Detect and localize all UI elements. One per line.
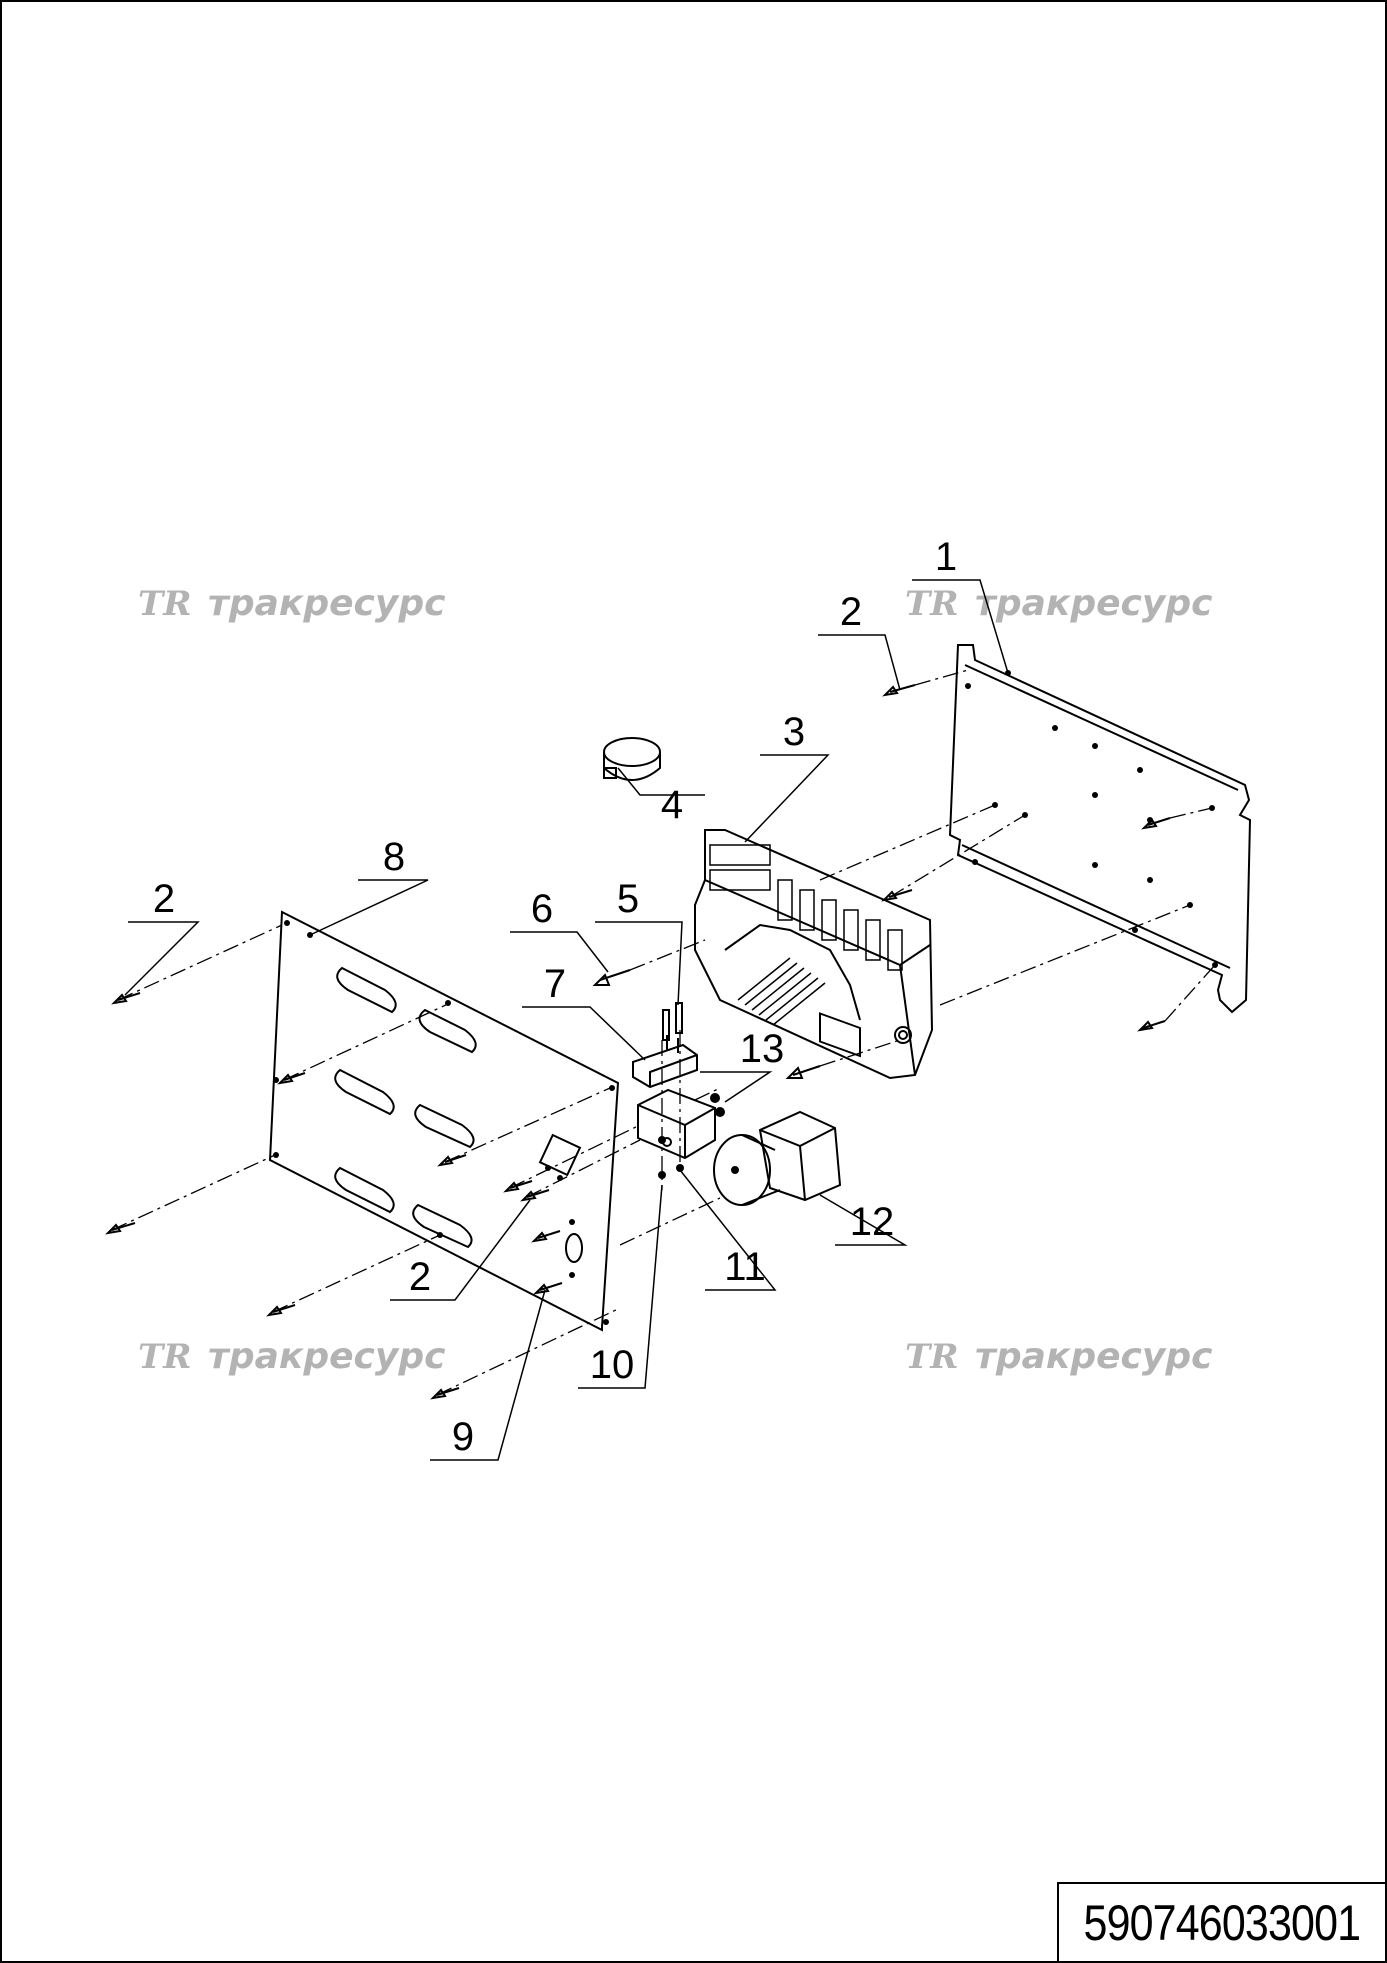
callout-7: 7 bbox=[544, 962, 566, 1006]
assembly-axes bbox=[111, 669, 1216, 1396]
callout-2-bottom: 2 bbox=[409, 1255, 431, 1299]
callout-2-left: 2 bbox=[153, 877, 175, 921]
part-pin-7 bbox=[662, 1009, 670, 1041]
document-number-box: 590746033001 bbox=[1057, 1882, 1387, 1963]
callout-6: 6 bbox=[531, 887, 553, 931]
part-controller bbox=[694, 829, 934, 1080]
watermark-logo: TR bbox=[905, 584, 959, 624]
part-bracket bbox=[632, 1035, 698, 1089]
part-block bbox=[637, 1088, 716, 1160]
part-emergency-switch bbox=[713, 1110, 842, 1206]
watermark-logo: TR bbox=[138, 1337, 192, 1377]
watermark-top-right: TR тракресурс bbox=[905, 583, 1212, 624]
callout-9: 9 bbox=[452, 1415, 474, 1459]
watermark-text: тракресурс bbox=[975, 583, 1212, 624]
watermark-bottom-right: TR тракресурс bbox=[905, 1336, 1212, 1377]
watermark-logo: TR bbox=[138, 584, 192, 624]
callout-1: 1 bbox=[935, 535, 957, 579]
callout-12: 12 bbox=[850, 1200, 895, 1244]
watermark-logo: TR bbox=[905, 1337, 959, 1377]
screws bbox=[105, 684, 1171, 1400]
part-mounting-plate bbox=[948, 644, 1252, 1014]
part-pin-5 bbox=[675, 1002, 683, 1034]
watermark-text: тракресурс bbox=[975, 1336, 1212, 1377]
leader-lines bbox=[124, 579, 1009, 1461]
part-cap bbox=[603, 737, 661, 781]
watermark-text: тракресурс bbox=[208, 583, 445, 624]
callout-4: 4 bbox=[661, 783, 683, 827]
callout-11: 11 bbox=[724, 1245, 766, 1289]
callout-10: 10 bbox=[590, 1343, 635, 1387]
callout-13: 13 bbox=[740, 1027, 785, 1071]
watermark-top-left: TR тракресурс bbox=[138, 583, 445, 624]
callout-5: 5 bbox=[617, 877, 639, 921]
callout-2: 2 bbox=[840, 590, 862, 634]
callout-8: 8 bbox=[383, 835, 405, 879]
callout-numbers: 1 2 3 4 5 6 7 8 2 13 12 11 2 10 9 bbox=[153, 535, 957, 1459]
callout-3: 3 bbox=[783, 710, 805, 754]
document-number: 590746033001 bbox=[1083, 1894, 1362, 1951]
watermark-text: тракресурс bbox=[208, 1336, 445, 1377]
watermark-bottom-left: TR тракресурс bbox=[138, 1336, 445, 1377]
